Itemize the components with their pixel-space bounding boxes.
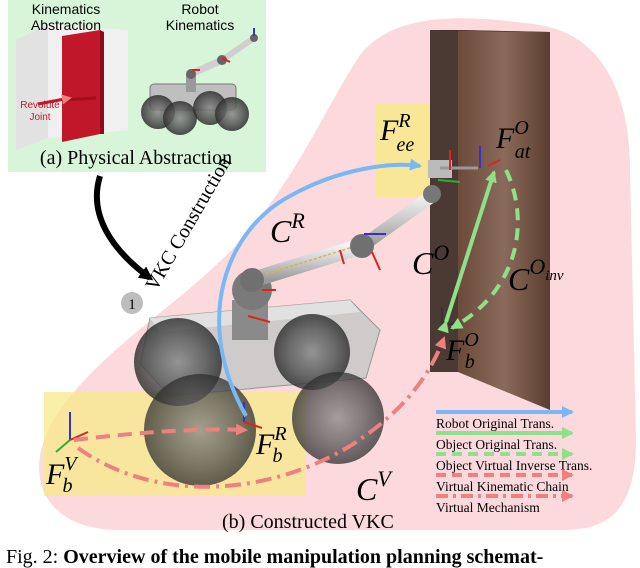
figure-caption-prefix: Fig. 2: [6, 546, 64, 568]
chain-label-object: CO [412, 240, 449, 281]
door-kinematics-render [16, 24, 128, 150]
label-kinematics-abstraction-1: Kinematics [32, 1, 100, 17]
construction-arrow [93, 175, 154, 281]
figure-caption-title: Overview of the mobile manipulation plan… [63, 546, 544, 568]
chain-object-arrow [437, 170, 497, 334]
legend-label-3: Object Virtual Inverse Trans. [436, 458, 592, 473]
virtual-mechanism-arrow [76, 336, 447, 489]
label-kinematics-abstraction-2: Abstraction [31, 17, 101, 33]
chain-robot-arrow [217, 158, 422, 417]
manipulator-arm [240, 185, 441, 323]
figure-caption: Fig. 2: Overview of the mobile manipulat… [6, 546, 640, 568]
revolute-pointer [37, 94, 72, 106]
constructed-vkc-caption: (b) Constructed VKC [222, 511, 394, 533]
wheel-front-right [292, 372, 384, 464]
step-number: 1 [128, 297, 136, 313]
mobile-robot [134, 270, 384, 486]
wheel-rear-right [274, 314, 350, 390]
label-robot-kinematics-2: Kinematics [166, 17, 234, 33]
legend-label-1: Robot Original Trans. [436, 416, 554, 431]
robot-kinematics-render [141, 28, 258, 135]
chain-object-inverse-arrow [450, 169, 520, 330]
label-robot-kinematics-1: Robot [181, 1, 218, 17]
physical-abstraction-caption: (a) Physical Abstraction [40, 147, 232, 169]
legend-label-5: Virtual Mechanism [436, 500, 540, 515]
legend-label-2: Object Original Trans. [436, 437, 557, 452]
legend: Robot Original Trans. Object Original Tra… [436, 406, 592, 515]
virtual-chain-arrow [73, 423, 248, 442]
wheel-front-left [144, 374, 256, 486]
legend-label-4: Virtual Kinematic Chain [436, 479, 569, 494]
label-revolute-joint-1: Revolute [20, 100, 60, 111]
chain-label-object-inverse: COinv [508, 254, 564, 297]
chain-label-virtual: CV [356, 466, 393, 507]
chain-label-robot: CR [270, 208, 305, 249]
label-revolute-joint-2: Joint [29, 112, 50, 123]
frame-axes-base-virtual [55, 412, 89, 453]
step-badge [121, 292, 143, 314]
